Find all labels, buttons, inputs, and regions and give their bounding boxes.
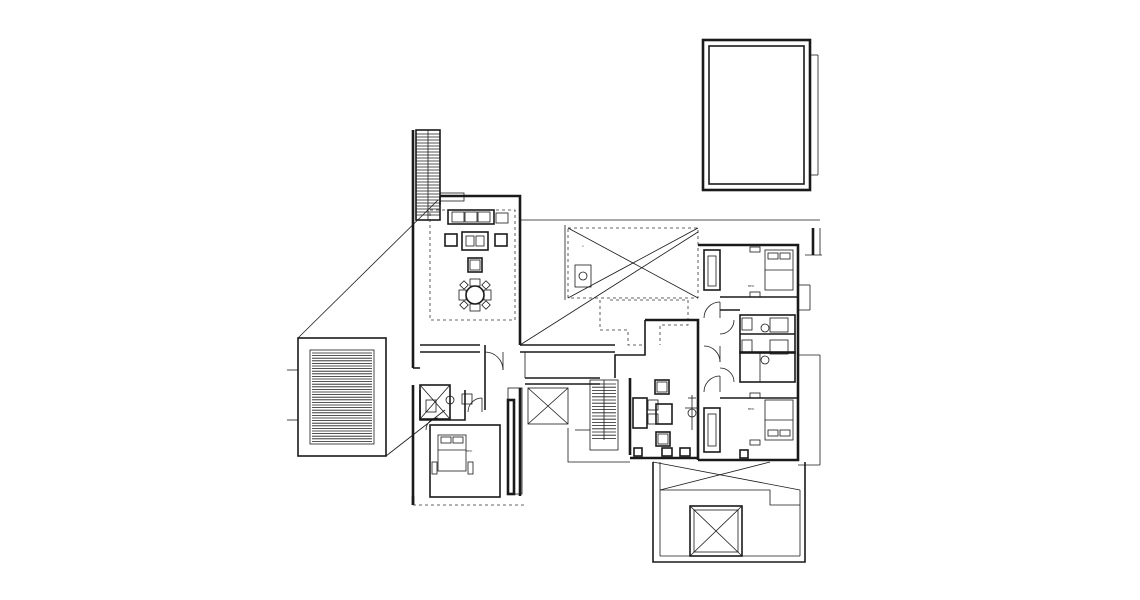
west-lower-rooms: BED [411, 345, 525, 506]
central-living [567, 318, 700, 463]
central-corridor [520, 344, 615, 425]
bed-label: BED [748, 407, 755, 411]
sight-lines [297, 199, 446, 457]
exterior-stair [415, 129, 441, 221]
west-wing [411, 130, 522, 369]
bed-label: BED [466, 449, 473, 453]
detached-pavilion [701, 38, 819, 192]
svg-text:x: x [582, 244, 584, 248]
east-wing: BED BED [698, 228, 822, 466]
solar-panel-unit [287, 337, 387, 457]
double-height-void: x [519, 219, 820, 346]
south-terrace [652, 461, 806, 563]
bed-label: BED [748, 284, 755, 288]
lounge-furniture [444, 209, 509, 312]
